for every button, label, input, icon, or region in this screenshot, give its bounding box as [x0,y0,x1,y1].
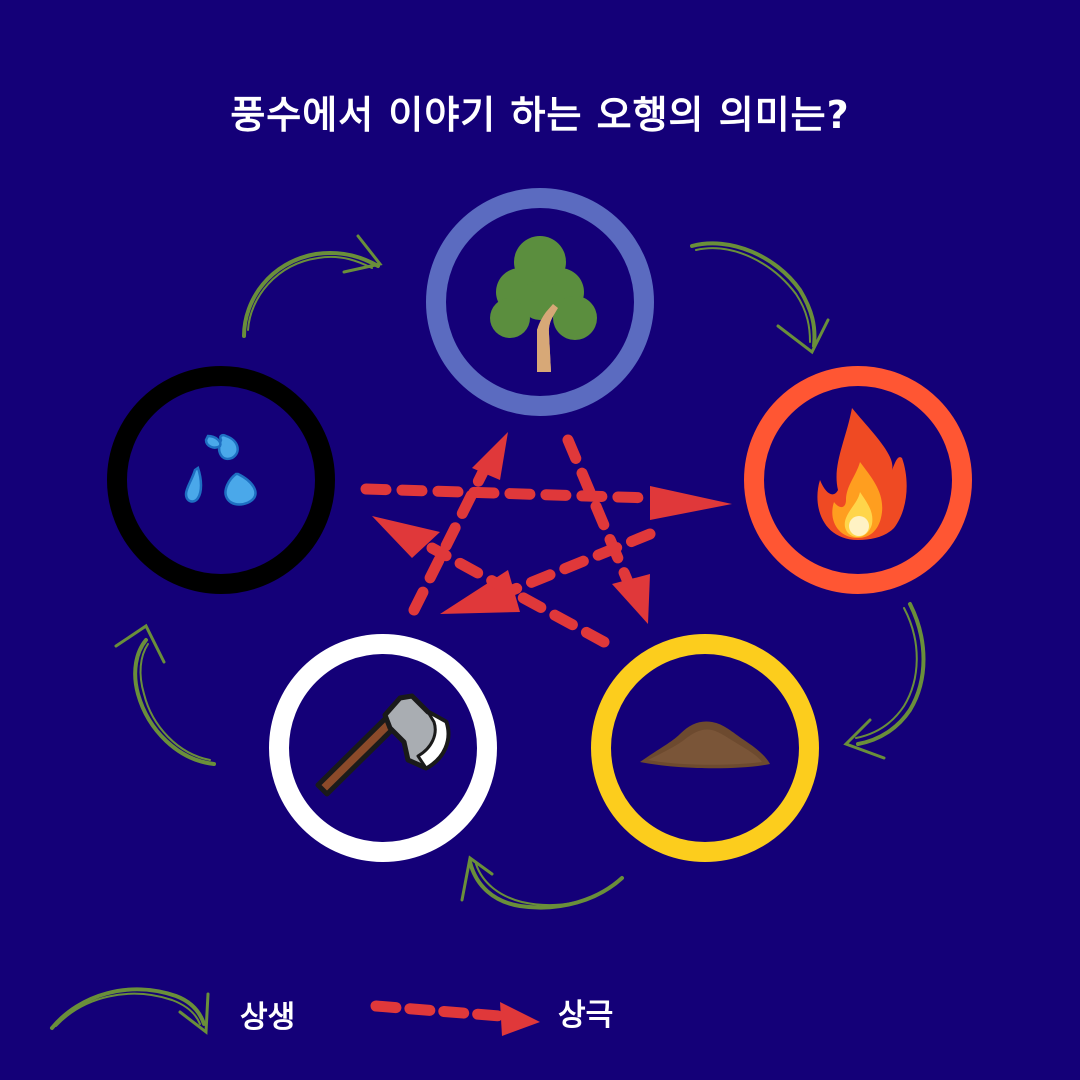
legend-generating-arrow-icon [50,987,210,1035]
legend-sangsaeng-label: 상생 [240,1000,296,1035]
ring-water [107,366,335,594]
page-title: 풍수에서 이야기 하는 오행의 의미는? [230,93,850,137]
fire-icon [817,408,907,540]
controlling-arrow-metal-to-wood [408,432,508,616]
generating-arrow-water-to-wood [242,234,383,338]
water-drops-icon [184,433,257,506]
controlling-arrow-water-to-fire [360,483,732,520]
generating-arrow-wood-to-fire [690,241,830,355]
generating-arrow-fire-to-earth [843,602,926,760]
controlling-arrows [360,432,732,648]
ring-earth [591,634,819,862]
legend-controlling-arrow-icon [370,1000,540,1036]
ring-metal [269,634,497,862]
controlling-arrow-earth-to-water [372,516,610,648]
ring-fire [744,366,972,594]
axe-icon [315,693,451,797]
controlling-arrow-wood-to-earth [562,434,650,624]
generating-arrow-earth-to-metal [460,855,624,910]
legend-sanggeuk-label: 상극 [558,998,614,1033]
ring-wood [426,188,654,416]
soil-pile-icon [640,721,770,769]
tree-icon [490,236,597,372]
generating-arrow-metal-to-water [114,623,216,766]
generating-arrows [114,234,926,910]
